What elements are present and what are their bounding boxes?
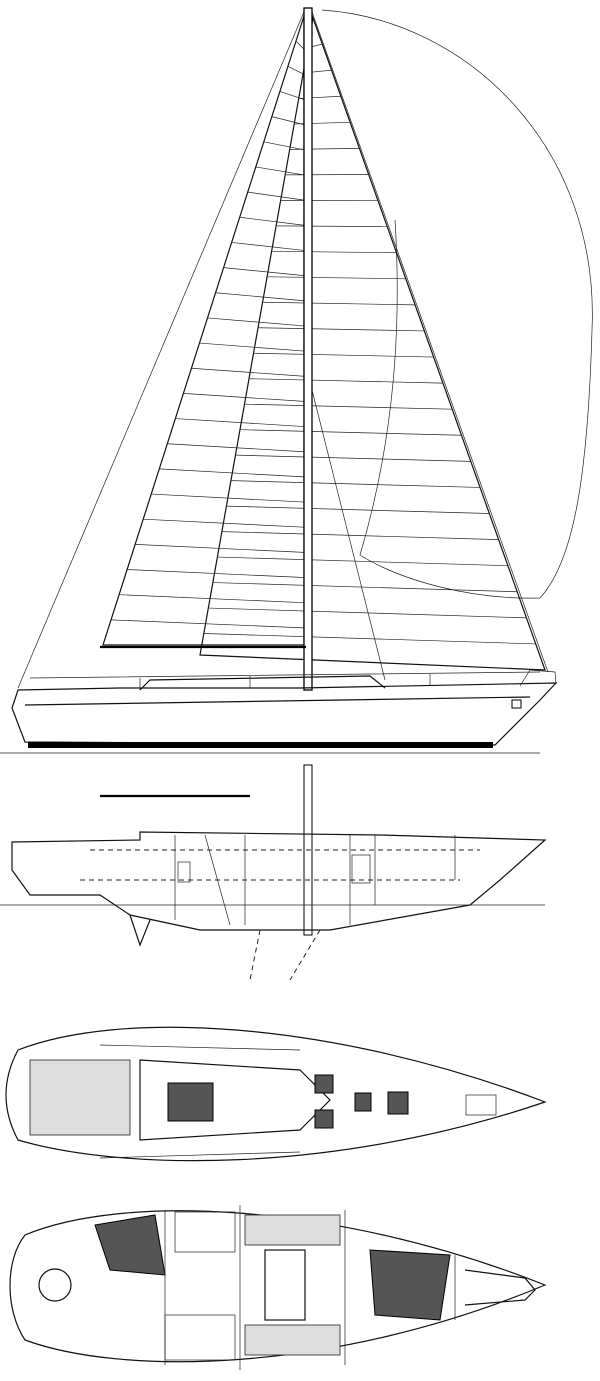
mainsail-seam <box>191 367 305 377</box>
mainsail-seam <box>223 267 305 276</box>
backstay <box>17 11 305 689</box>
sail-plan <box>0 7 593 754</box>
settee-port <box>244 1214 341 1246</box>
mainsail-seam <box>119 594 305 604</box>
mainsail-seam <box>183 393 305 402</box>
forestay <box>311 11 549 673</box>
shroud <box>311 389 386 681</box>
mainsail-seam <box>207 317 305 327</box>
cockpit-grating <box>29 1059 131 1136</box>
mainsail-seam <box>231 242 305 251</box>
galley <box>164 1314 236 1361</box>
genoa-seam <box>258 327 425 332</box>
fwd-cabin <box>369 1249 451 1321</box>
mainsail-seam <box>135 544 305 553</box>
mainsail-seam <box>295 40 305 50</box>
wheel-icon <box>38 1268 72 1302</box>
hatch-1 <box>314 1074 334 1094</box>
mainsail-seam <box>175 418 305 427</box>
mainsail-seam <box>255 166 305 176</box>
genoa-seam <box>272 250 397 254</box>
mainsail-seam <box>239 216 305 226</box>
interior-hull-outline <box>9 1210 547 1363</box>
accommodation-plan <box>9 1205 547 1370</box>
genoa-seam <box>245 403 453 410</box>
hull-section-outline <box>11 831 547 931</box>
hatch-3 <box>354 1092 372 1112</box>
deck-line <box>24 696 531 706</box>
mainsail-seam <box>167 443 305 453</box>
genoa-seam <box>276 225 388 227</box>
genoa-seam <box>254 352 434 358</box>
hull-logo-icon <box>511 699 522 709</box>
genoa-seam <box>294 121 351 125</box>
deck-plan <box>5 1026 547 1162</box>
mainsail-seam <box>215 292 305 302</box>
genoa-seam <box>290 148 360 150</box>
mainsail-seam <box>263 141 305 151</box>
genoa-seam <box>227 505 490 514</box>
mainsail-seam <box>111 619 305 629</box>
genoa-seam <box>213 582 518 593</box>
lifelines <box>29 671 541 690</box>
rudder <box>129 914 151 947</box>
genoa-seam <box>267 276 406 280</box>
deck-outline <box>5 1026 547 1162</box>
saloon-table <box>264 1249 306 1321</box>
mainsail-seam <box>151 493 305 503</box>
mainsail-seam <box>127 569 305 578</box>
settee-starboard <box>244 1324 341 1356</box>
mainsail-seam <box>159 468 305 478</box>
spinnaker-outline <box>321 9 593 599</box>
inboard-profile <box>0 764 547 981</box>
sail-panels <box>111 40 536 645</box>
bulkheads <box>174 834 456 926</box>
genoa-seam <box>218 556 508 567</box>
genoa-seam <box>236 454 471 462</box>
locker-door <box>351 854 371 884</box>
genoa-seam <box>263 301 416 306</box>
genoa-tracks <box>99 1044 301 1159</box>
porthole <box>177 861 191 883</box>
genoa-seam <box>240 429 462 436</box>
aft-cabin <box>94 1214 166 1276</box>
hatch-2 <box>314 1109 334 1129</box>
foredeck-hatch <box>465 1094 497 1116</box>
mainsail-seam <box>271 116 305 125</box>
cabin-trunk <box>139 675 386 691</box>
genoa-seam <box>204 633 536 645</box>
genoa <box>199 15 546 671</box>
mainsail-seam <box>143 518 305 528</box>
keel <box>249 929 321 981</box>
mast <box>303 7 313 691</box>
mainsail-seam <box>287 66 305 75</box>
companionway-hatch <box>167 1082 214 1122</box>
genoa-seam <box>249 378 443 384</box>
mainsail-seam <box>247 191 305 201</box>
hatch-4 <box>387 1091 409 1115</box>
genoa-seam <box>222 531 499 540</box>
genoa-seam <box>209 607 527 619</box>
sole-line <box>80 849 480 881</box>
bow-pulpit <box>519 669 557 687</box>
bulkheads-plan <box>164 1205 456 1370</box>
genoa-seam <box>231 480 481 488</box>
hull-profile <box>11 682 558 746</box>
mainsail-seam <box>199 342 305 352</box>
boot-stripe <box>28 742 493 748</box>
chain-locker <box>464 1269 536 1306</box>
nav-station <box>174 1211 236 1253</box>
